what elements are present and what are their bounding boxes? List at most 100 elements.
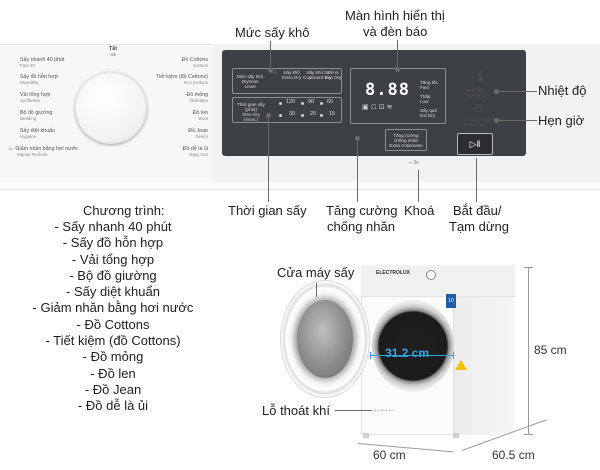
drum-opening <box>372 300 454 392</box>
thermometer-icon: 🌡︎ <box>474 72 487 83</box>
time-60: 60 <box>327 99 334 105</box>
callout-dot <box>395 67 400 72</box>
diameter-label: 31.2 cm <box>385 346 430 360</box>
callout-start-line2: Tạm dừng <box>449 219 510 234</box>
steam-icon: ♨ <box>8 146 14 152</box>
time-dot <box>320 114 323 117</box>
time-box <box>232 97 342 123</box>
callout-dot <box>494 118 499 123</box>
time-15: 15 <box>329 111 336 117</box>
list-item: - Sấy đồ hỗn hợp <box>62 235 164 251</box>
callout-dot <box>268 68 273 73</box>
time-dot <box>279 102 282 105</box>
program-knob[interactable] <box>75 72 147 144</box>
lock-icon: ⌐ <box>409 160 412 166</box>
vent-holes: •••••••• <box>372 408 395 414</box>
callout-anticrease: Tăng cường <box>326 203 398 218</box>
diameter-tick <box>453 352 454 359</box>
clock-icon: ◴ <box>474 103 483 114</box>
lock-indicator: ⌐ 3s <box>409 160 419 166</box>
callout-line <box>497 120 537 121</box>
anticrease-button[interactable] <box>385 129 427 151</box>
list-item: - Vải tổng hợp <box>71 251 155 267</box>
list-item: - Tiết kiệm (đồ Cottons) <box>45 333 181 349</box>
dryer-foot <box>363 433 369 438</box>
callout-line <box>418 170 419 202</box>
list-item: - Đồ Jean <box>84 381 142 397</box>
callout-line <box>268 116 269 202</box>
display-digits: 8.88 <box>365 80 410 100</box>
time-120: 120 <box>286 99 296 105</box>
time-panel-label[interactable]: Thời gian sấy (phút)Time Dry (mins.) <box>237 102 265 122</box>
list-item: - Đồ len <box>90 365 136 381</box>
diameter-tick <box>370 352 371 359</box>
programs-list: - Sấy nhanh 40 phút - Sấy đồ hỗn hợp - V… <box>0 219 226 415</box>
callout-start: Bắt đầu/ <box>453 203 502 218</box>
callout-time-dry: Thời gian sấy <box>228 203 307 218</box>
list-item: - Đồ dễ là ủi <box>77 398 149 414</box>
callout-dryness: Mức sấy khô <box>235 25 310 40</box>
door-glass <box>297 300 353 378</box>
dryer-top-panel <box>361 265 515 297</box>
time-90: 90 <box>308 99 315 105</box>
dryness-indicator-icon: ⁘ <box>272 70 278 77</box>
dryer-foot <box>453 433 459 438</box>
control-panel-edge <box>0 182 600 190</box>
height-tick <box>524 267 533 268</box>
callout-line <box>497 91 537 92</box>
time-20: 20 <box>310 111 317 117</box>
dryness-box <box>232 68 342 94</box>
list-item: - Giảm nhăn bằng hơi nước <box>32 300 194 316</box>
list-item: - Sấy nhanh 40 phút <box>54 219 172 234</box>
callout-temperature: Nhiệt độ <box>538 83 587 98</box>
callout-lock: Khoá <box>404 203 435 218</box>
start-pause-button[interactable]: ▷‖ <box>457 133 493 155</box>
callout-display-line2: và đèn báo <box>363 24 428 39</box>
callout-delay: Hẹn giờ <box>538 113 585 128</box>
callout-line <box>335 410 371 411</box>
list-item: - Đồ mỏng <box>82 349 144 365</box>
callout-door: Cửa máy sấy <box>277 265 355 280</box>
callout-display: Màn hình hiển thị <box>345 8 445 23</box>
callout-anticrease-line2: chống nhăn <box>327 219 395 234</box>
height-tick <box>524 434 533 435</box>
list-item: - Đồ Cottons <box>76 316 150 332</box>
callout-line <box>270 41 271 71</box>
program-eco-cottons: Tiết kiệm (đồ Cottons)Eco Cottons <box>156 74 208 85</box>
height-dimension-line <box>528 267 529 435</box>
brand-logo: ELECTROLUX <box>376 270 410 276</box>
dryer-dial <box>426 270 436 280</box>
callout-dot <box>355 136 360 141</box>
time-dot <box>301 114 304 117</box>
energy-label: 10 <box>446 294 456 308</box>
time-dot <box>301 102 304 105</box>
width-label: 60 cm <box>373 448 406 462</box>
callout-dot <box>266 113 271 118</box>
list-item: - Sấy diệt khuẩn <box>66 284 160 300</box>
time-dot <box>320 102 323 105</box>
height-label: 85 cm <box>534 343 567 357</box>
callout-dot <box>494 89 499 94</box>
callout-line <box>476 158 477 202</box>
callout-line <box>316 283 317 297</box>
status-icons: ▣ ☖ ⊡ ≋ <box>362 104 393 111</box>
warning-icon <box>455 360 467 370</box>
callout-vent: Lỗ thoát khí <box>262 403 330 418</box>
